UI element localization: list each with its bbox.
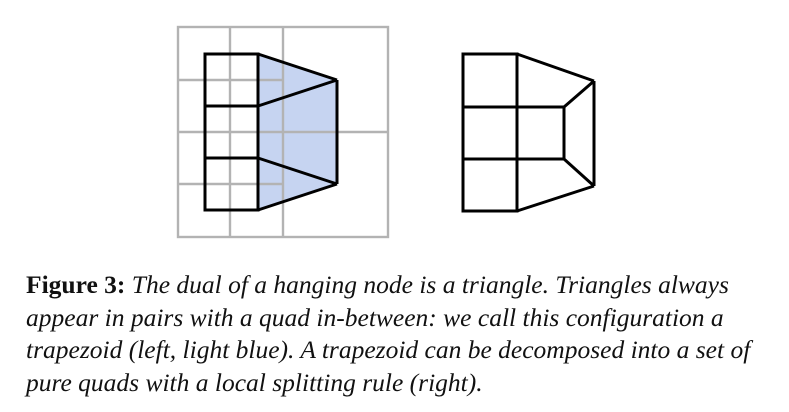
right-panel: [461, 52, 596, 213]
dual-mesh-left: [203, 52, 339, 212]
caption-text: The dual of a hanging node is a triangle…: [26, 270, 751, 397]
figure-label: Figure 3:: [26, 270, 126, 299]
figure-illustration: [176, 25, 596, 239]
left-panel: [176, 25, 390, 239]
background-grid: [176, 25, 390, 239]
figure-caption: Figure 3: The dual of a hanging node is …: [26, 269, 766, 399]
